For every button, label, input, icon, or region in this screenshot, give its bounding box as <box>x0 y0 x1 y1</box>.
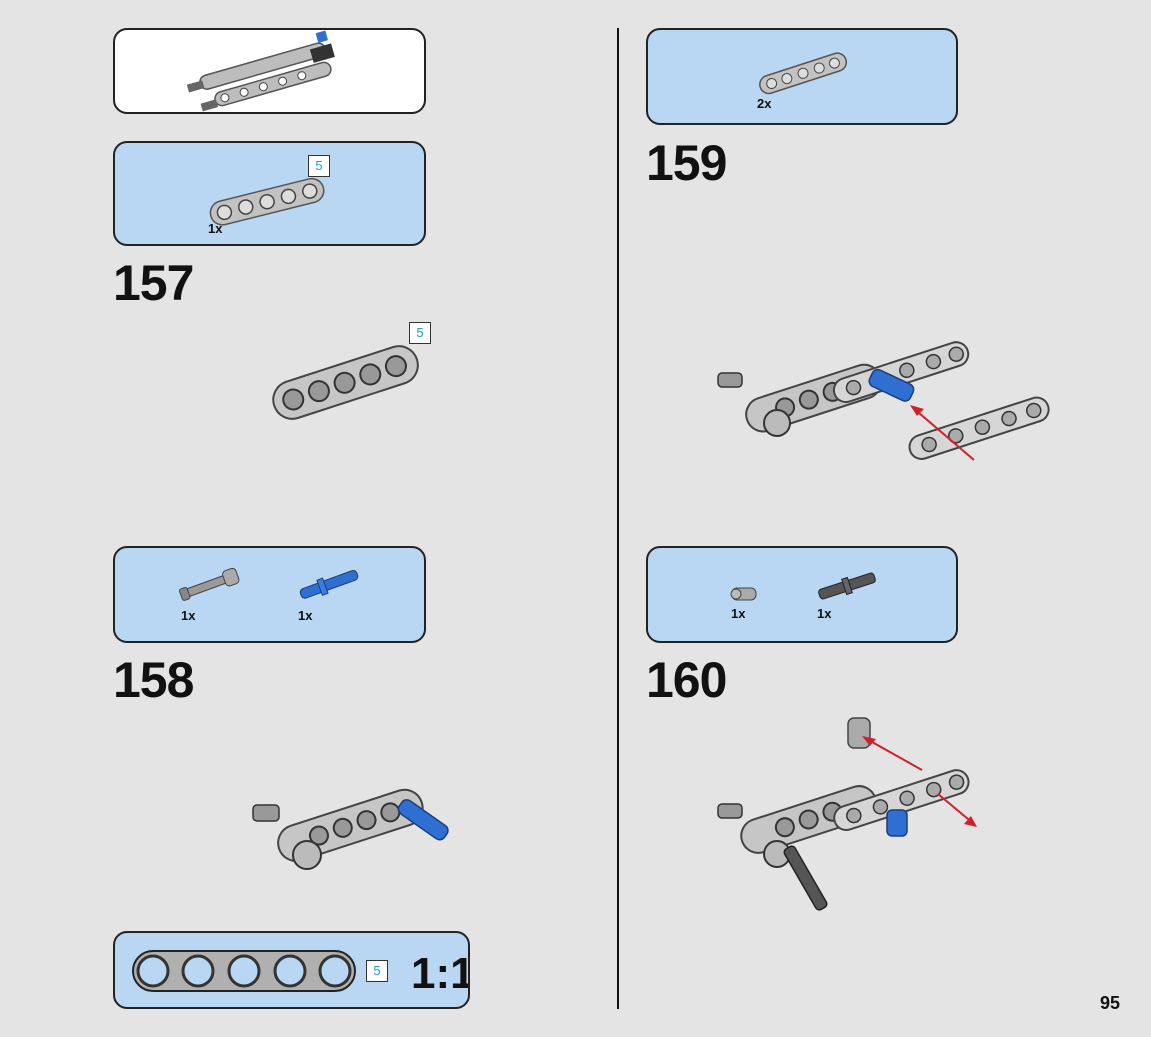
part-quantity: 2x <box>757 96 772 111</box>
axle-pin-gray-icon <box>179 567 240 601</box>
step-160-illustration <box>717 717 977 911</box>
step-159-illustration <box>717 341 1050 461</box>
part-quantity: 1x <box>817 606 832 621</box>
beam-1-1-scale <box>132 950 356 992</box>
beam-5-icon <box>209 177 325 226</box>
length-indicator: 5 <box>308 155 330 177</box>
page-number: 95 <box>1100 993 1121 1013</box>
part-quantity: 1x <box>731 606 746 621</box>
connector-pin-icon <box>730 587 757 601</box>
submodel-callout <box>113 28 426 114</box>
parts-callout-160: 1x 1x <box>646 546 958 643</box>
part-quantity: 1x <box>298 608 313 623</box>
model-length-indicator: 5 <box>409 322 431 344</box>
scale-callout: 5 1:1 <box>113 931 470 1009</box>
scale-length-indicator: 5 <box>366 960 388 982</box>
axle-pin-blue-icon <box>299 570 359 599</box>
parts-callout-159: 2x <box>646 28 958 125</box>
step-number-160: 160 <box>646 652 727 708</box>
step-158-illustration <box>252 788 449 870</box>
axle-dark-icon <box>818 572 876 600</box>
column-divider <box>617 28 619 1009</box>
step-number-158: 158 <box>113 652 194 708</box>
submodel-illustration <box>186 30 335 112</box>
part-quantity: 1x <box>181 608 196 623</box>
step-number-159: 159 <box>646 135 727 191</box>
beam-5-icon <box>759 52 848 95</box>
scale-ratio: 1:1 <box>411 949 470 998</box>
part-quantity: 1x <box>208 221 223 236</box>
step-157-illustration <box>272 345 419 420</box>
parts-callout-157: 5 1x <box>113 141 426 246</box>
parts-callout-158: 1x 1x <box>113 546 426 643</box>
step-number-157: 157 <box>113 255 194 311</box>
